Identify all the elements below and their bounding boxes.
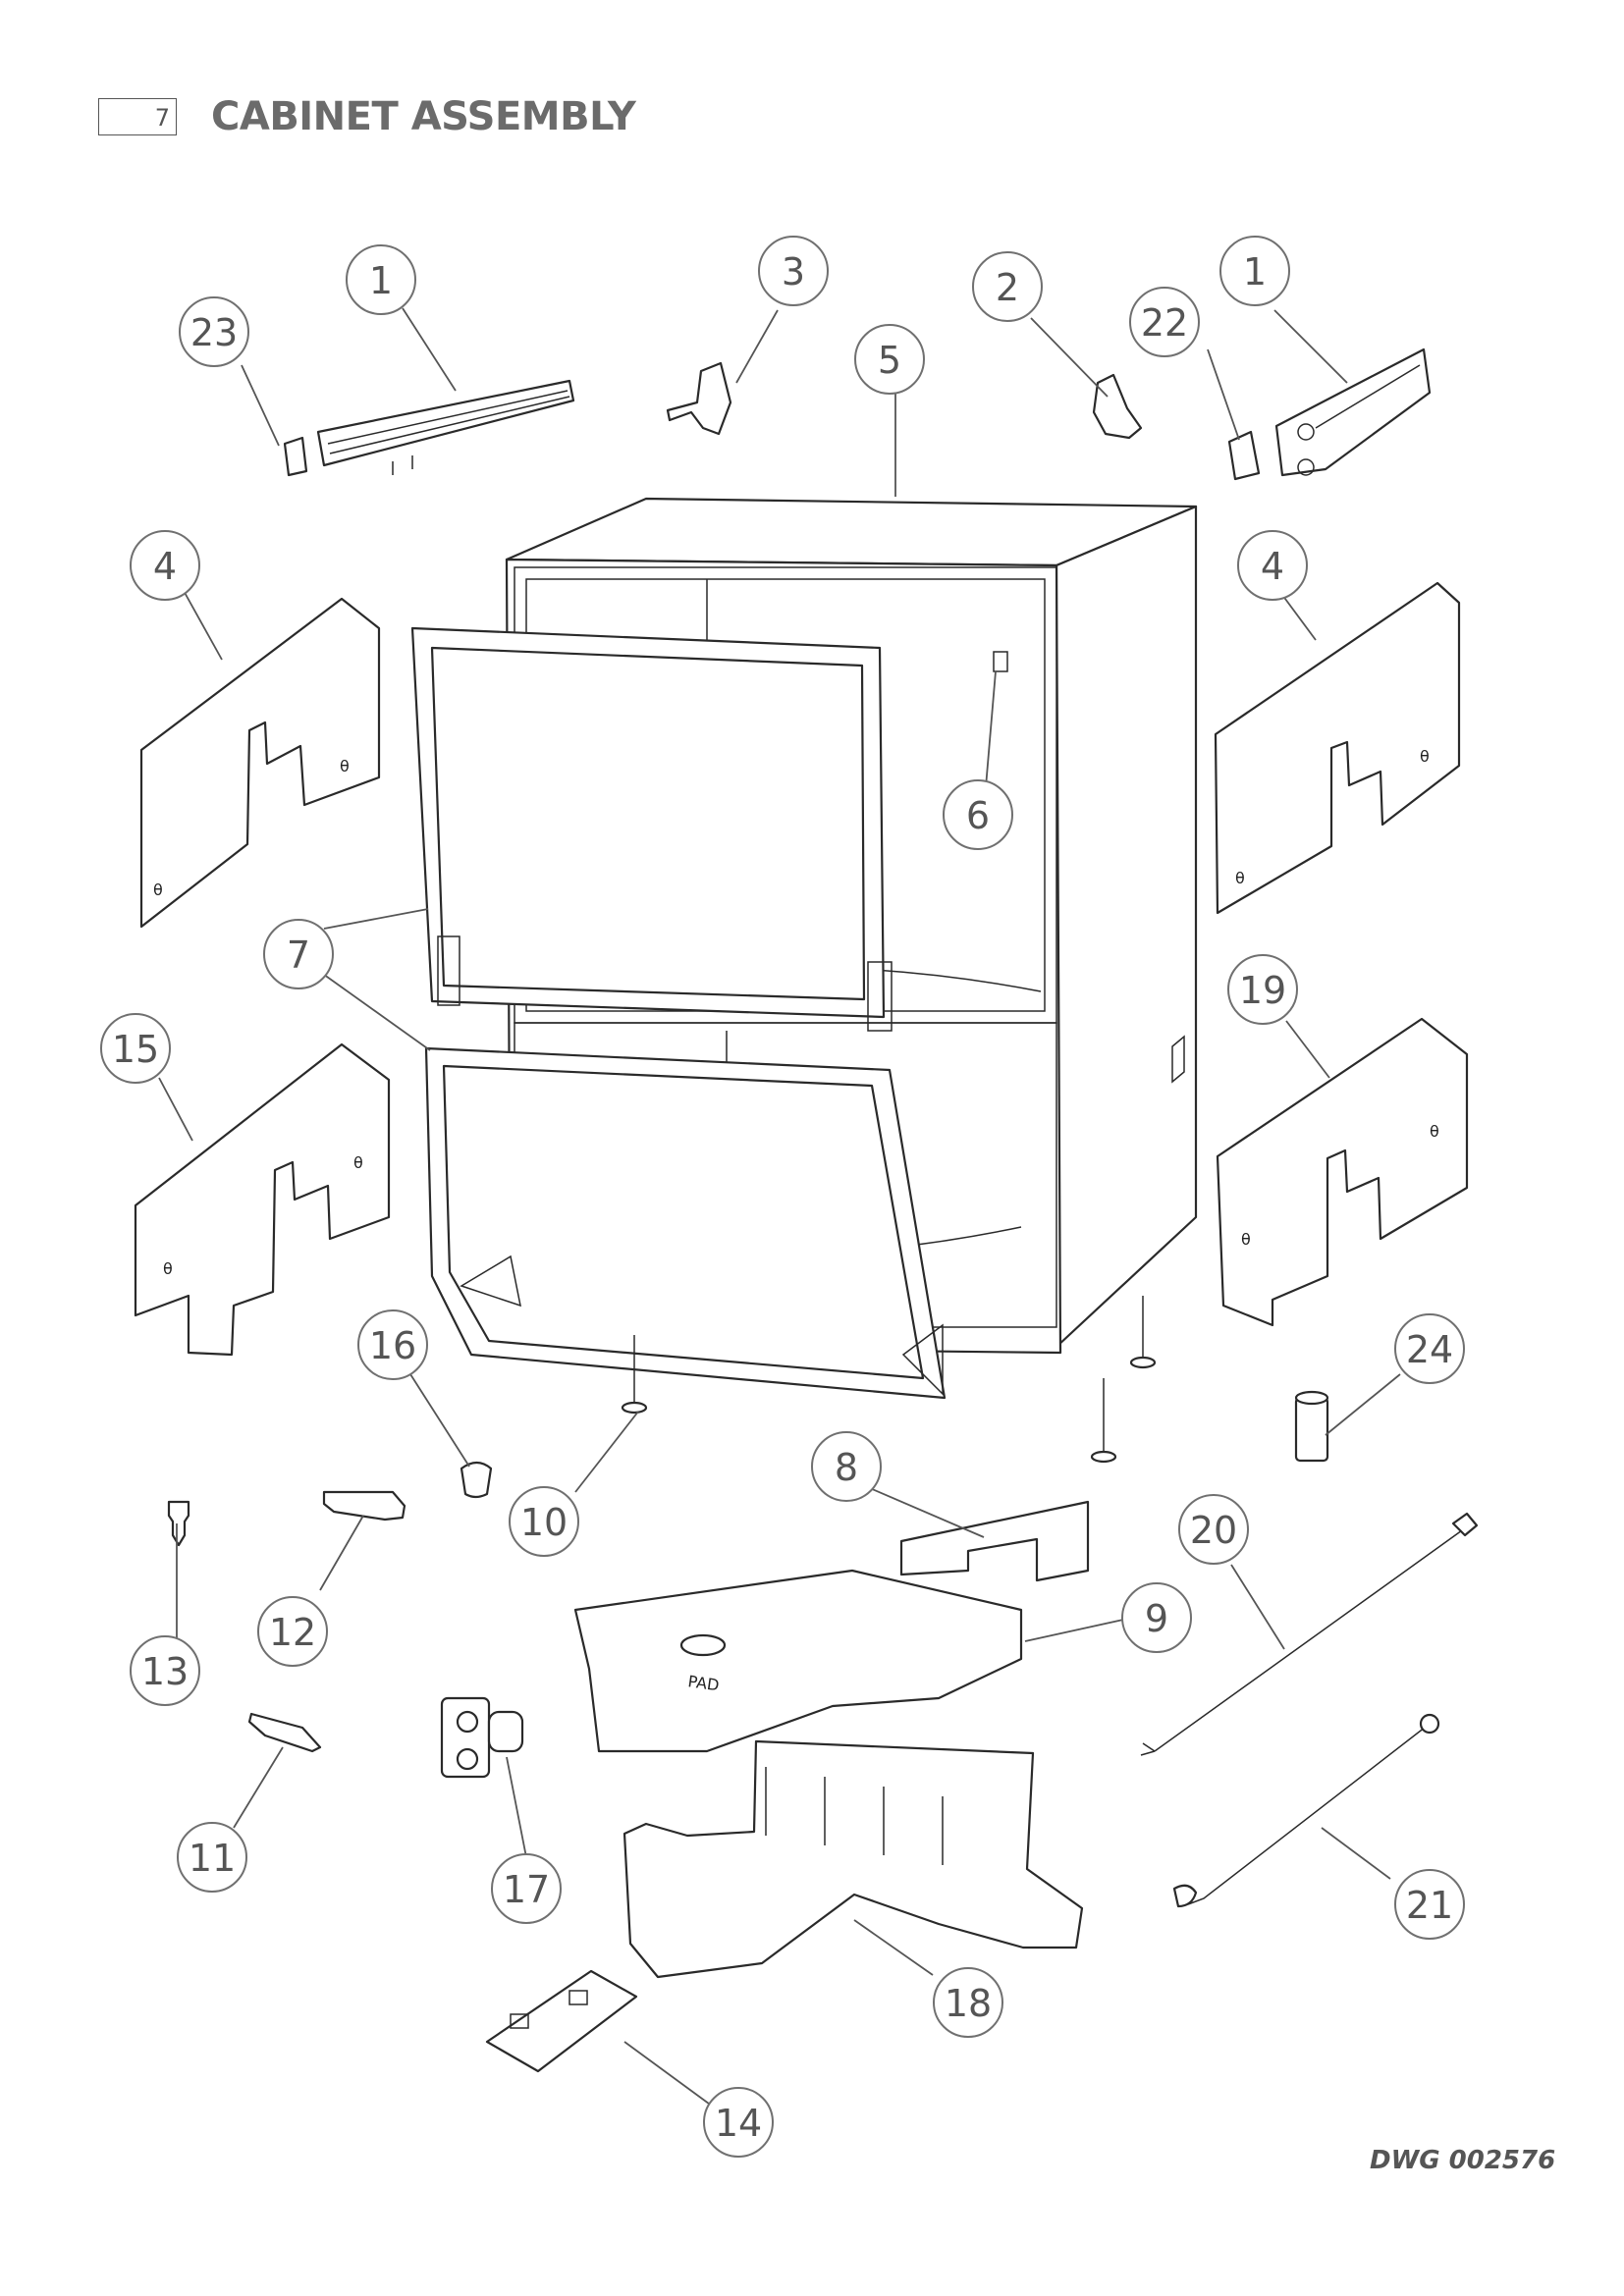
callout-part-24: 24	[1394, 1313, 1465, 1384]
leveling-feet	[621, 1296, 1157, 1464]
roller-part-24	[1294, 1390, 1329, 1463]
svg-text:5: 5	[878, 339, 901, 382]
callout-part-22: 22	[1129, 287, 1200, 357]
svg-text:22: 22	[1141, 301, 1188, 345]
page-title: CABINET ASSEMBLY	[211, 94, 636, 139]
svg-text:24: 24	[1406, 1328, 1453, 1371]
callout-part-4-right: 4	[1237, 530, 1308, 601]
callout-part-3: 3	[758, 236, 829, 306]
leader-lines	[158, 307, 1401, 2108]
bracket-part-12	[322, 1490, 406, 1522]
bracket-part-8	[899, 1500, 1090, 1582]
end-cap-right	[1227, 430, 1261, 481]
svg-text:θ: θ	[163, 1259, 173, 1278]
callout-part-11: 11	[177, 1822, 247, 1893]
svg-text:4: 4	[1261, 545, 1284, 588]
svg-text:9: 9	[1145, 1597, 1168, 1640]
callout-part-2: 2	[972, 251, 1043, 322]
hose-part-21	[1172, 1713, 1440, 1908]
svg-text:θ: θ	[340, 757, 350, 775]
svg-text:θ: θ	[353, 1153, 363, 1172]
callout-part-13: 13	[130, 1635, 200, 1706]
cover-part-9: PAD	[573, 1569, 1023, 1753]
svg-text:11: 11	[189, 1837, 236, 1880]
callout-part-5: 5	[854, 324, 925, 395]
callout-part-6: 6	[943, 779, 1013, 850]
lower-door-frame	[424, 1046, 947, 1400]
section-number: 7	[154, 104, 170, 132]
upper-door-frame	[410, 626, 893, 1032]
callout-part-14: 14	[703, 2087, 774, 2158]
svg-text:θ: θ	[1235, 869, 1245, 887]
drawing-number: DWG 002576	[1370, 2146, 1556, 2175]
svg-text:13: 13	[141, 1650, 189, 1693]
section-number-box: 7	[98, 98, 177, 135]
svg-text:θ: θ	[1241, 1230, 1251, 1249]
callout-part-23: 23	[179, 296, 249, 367]
svg-text:θ: θ	[153, 881, 163, 899]
pcb-part-14	[485, 1969, 638, 2073]
rail-right	[1274, 347, 1432, 477]
svg-text:PAD: PAD	[686, 1672, 720, 1694]
valve-part-17	[440, 1696, 524, 1779]
callout-part-19: 19	[1227, 954, 1298, 1025]
callout-part-15: 15	[100, 1013, 171, 1084]
svg-text:10: 10	[520, 1501, 568, 1544]
callout-part-20: 20	[1178, 1494, 1249, 1565]
side-panel-right-lower: θ θ	[1216, 1017, 1469, 1327]
svg-text:3: 3	[782, 250, 805, 294]
board-part-11	[247, 1712, 322, 1753]
svg-text:θ: θ	[1420, 747, 1430, 766]
svg-text:12: 12	[269, 1611, 316, 1654]
svg-text:18: 18	[945, 1982, 992, 2025]
callout-part-17: 17	[491, 1853, 562, 1924]
svg-text:23: 23	[190, 311, 238, 354]
callout-part-12: 12	[257, 1596, 328, 1667]
svg-text:2: 2	[996, 266, 1019, 309]
rail-left	[316, 379, 575, 475]
svg-text:16: 16	[369, 1324, 416, 1367]
end-cap-left	[283, 436, 308, 477]
callout-part-10: 10	[509, 1486, 579, 1557]
clip-part-16	[460, 1461, 493, 1499]
svg-text:19: 19	[1239, 969, 1286, 1012]
svg-text:20: 20	[1190, 1509, 1237, 1552]
svg-text:7: 7	[287, 934, 310, 977]
callout-part-1-left: 1	[346, 244, 416, 315]
power-cord-part-20	[1140, 1512, 1479, 1756]
base-part-18	[623, 1739, 1084, 1979]
callout-part-21: 21	[1394, 1869, 1465, 1940]
svg-text:1: 1	[1243, 250, 1267, 294]
svg-text:17: 17	[503, 1868, 550, 1911]
svg-text:8: 8	[835, 1446, 858, 1489]
callout-part-16: 16	[357, 1309, 428, 1380]
callout-part-4-left: 4	[130, 530, 200, 601]
svg-text:21: 21	[1406, 1884, 1453, 1927]
callout-part-7: 7	[263, 919, 334, 989]
side-panel-left-upper: θ θ	[139, 597, 381, 929]
callout-part-18: 18	[933, 1967, 1003, 2038]
svg-text:θ: θ	[1430, 1122, 1439, 1141]
svg-text:15: 15	[112, 1028, 159, 1071]
svg-text:1: 1	[369, 259, 393, 302]
plug-part-13	[167, 1500, 190, 1547]
svg-text:4: 4	[153, 545, 177, 588]
side-panel-left-lower: θ θ	[134, 1042, 391, 1357]
callout-part-8: 8	[811, 1431, 882, 1502]
side-panel-right-upper: θ θ	[1214, 581, 1461, 915]
callout-part-1-right: 1	[1219, 236, 1290, 306]
svg-text:6: 6	[966, 794, 990, 837]
bracket-part-2	[1092, 373, 1143, 440]
callout-part-9: 9	[1121, 1582, 1192, 1653]
bracket-part-3	[666, 361, 732, 436]
svg-text:14: 14	[715, 2102, 762, 2145]
